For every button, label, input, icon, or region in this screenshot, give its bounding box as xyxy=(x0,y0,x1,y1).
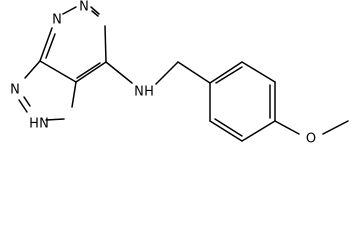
atom-label-n-imidazole: N xyxy=(10,83,20,98)
atom-label-n1: N xyxy=(79,0,89,15)
bond xyxy=(274,120,300,135)
bond xyxy=(39,60,77,83)
bond xyxy=(39,27,53,62)
bond xyxy=(45,33,56,59)
methoxy-group xyxy=(274,120,349,135)
atom-label-n-amine: N xyxy=(134,85,144,100)
bond xyxy=(215,66,243,84)
bond xyxy=(76,62,101,79)
bond xyxy=(45,118,65,121)
atom-label-h-amine: H xyxy=(144,85,154,100)
bond xyxy=(322,120,349,135)
bond xyxy=(155,61,179,85)
atom-label-n3: N xyxy=(52,13,62,28)
bond xyxy=(62,6,77,15)
bond xyxy=(241,61,276,83)
bond xyxy=(214,118,243,137)
imidazole-ring xyxy=(18,60,77,121)
bond xyxy=(18,99,28,113)
bond xyxy=(105,61,133,84)
bond xyxy=(209,61,243,84)
pyrimidine-ring xyxy=(39,6,107,83)
bond xyxy=(209,120,243,142)
benzylamine-substituent xyxy=(105,61,211,85)
bond xyxy=(71,81,77,108)
bond xyxy=(23,96,31,107)
chemical-structure: N N N H N N H O xyxy=(10,0,349,147)
bond xyxy=(177,61,211,84)
bond xyxy=(241,120,276,142)
bond xyxy=(90,6,100,15)
atom-label-h-imidazole: H xyxy=(29,117,39,132)
atom-label-o-methoxy: O xyxy=(306,132,316,147)
benzene-ring xyxy=(209,61,276,142)
bond xyxy=(75,61,107,83)
atom-label-n-h-imidazole: N xyxy=(39,117,49,132)
bond xyxy=(104,25,107,63)
bond xyxy=(24,60,41,79)
bond xyxy=(91,10,99,17)
